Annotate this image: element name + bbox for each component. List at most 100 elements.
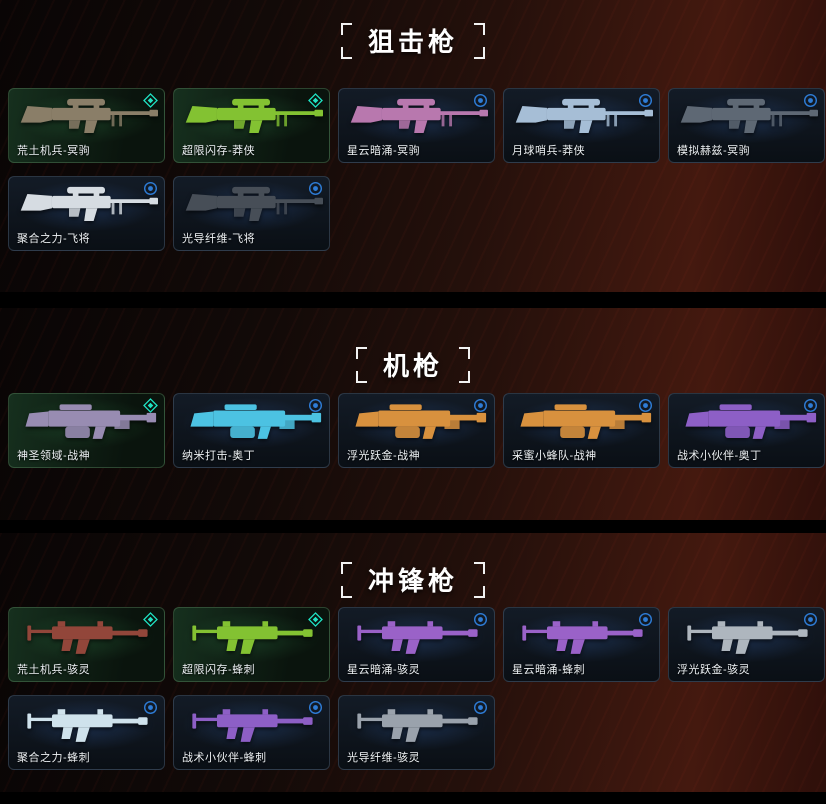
skin-name: 光导纤维-飞将 <box>182 233 256 245</box>
skin-card[interactable]: 聚合之力-蜂刺 <box>8 695 165 770</box>
skin-name: 星云暗涌-冥驹 <box>347 145 421 157</box>
skin-name: 战术小伙伴-奥丁 <box>677 450 762 462</box>
skin-card[interactable]: 采蜜小蜂队-战神 <box>503 393 660 468</box>
skin-card-row: 荒土机兵-冥驹 超限闪存-莽侠 <box>8 88 825 163</box>
weapon-image <box>511 397 653 443</box>
tier-circle-icon <box>308 700 323 715</box>
skin-name: 星云暗涌-骇灵 <box>347 664 421 676</box>
weapon-image <box>346 699 488 745</box>
skin-card[interactable]: 神圣领域-战神 <box>8 393 165 468</box>
skin-card[interactable]: 星云暗涌-冥驹 <box>338 88 495 163</box>
section-title-text: 冲锋枪 <box>367 566 458 596</box>
weapon-image <box>676 611 818 657</box>
skin-name: 超限闪存-蜂刺 <box>182 664 256 676</box>
tier-diamond-icon <box>143 612 158 627</box>
skin-name: 采蜜小蜂队-战神 <box>512 450 597 462</box>
skin-card-row: 聚合之力-飞将 光导纤维-飞将 <box>8 176 330 251</box>
weapon-image <box>511 611 653 657</box>
section-title: 机枪 <box>0 346 826 383</box>
weapon-image <box>181 699 323 745</box>
skin-name: 浮光跃金-战神 <box>347 450 421 462</box>
section-title: 狙击枪 <box>0 22 826 59</box>
weapon-image <box>16 180 158 226</box>
skin-name: 神圣领域-战神 <box>17 450 91 462</box>
skin-name: 浮光跃金-骇灵 <box>677 664 751 676</box>
tier-circle-icon <box>803 398 818 413</box>
tier-circle-icon <box>308 398 323 413</box>
weapon-section-2: 冲锋枪 荒土机兵-骇灵 超限闪存-蜂刺 <box>0 533 826 792</box>
weapon-image <box>511 92 653 138</box>
skin-card[interactable]: 浮光跃金-战神 <box>338 393 495 468</box>
bracket-right-icon <box>472 22 485 59</box>
skin-card[interactable]: 模拟赫兹-冥驹 <box>668 88 825 163</box>
tier-diamond-icon <box>308 93 323 108</box>
skin-name: 星云暗涌-蜂刺 <box>512 664 586 676</box>
weapon-image <box>16 92 158 138</box>
section-title-text: 机枪 <box>382 351 443 381</box>
weapon-image <box>346 397 488 443</box>
skin-card[interactable]: 光导纤维-飞将 <box>173 176 330 251</box>
skin-card[interactable]: 荒土机兵-冥驹 <box>8 88 165 163</box>
tier-circle-icon <box>803 93 818 108</box>
tier-diamond-icon <box>143 93 158 108</box>
skin-name: 光导纤维-骇灵 <box>347 752 421 764</box>
skin-card[interactable]: 星云暗涌-蜂刺 <box>503 607 660 682</box>
bracket-left-icon <box>355 346 369 383</box>
tier-circle-icon <box>143 700 158 715</box>
skin-card[interactable]: 纳米打击-奥丁 <box>173 393 330 468</box>
skin-name: 荒土机兵-冥驹 <box>17 145 91 157</box>
weapon-image <box>346 92 488 138</box>
bracket-right-icon <box>472 561 485 598</box>
skin-name: 聚合之力-蜂刺 <box>17 752 91 764</box>
tier-circle-icon <box>473 93 488 108</box>
weapon-image <box>181 180 323 226</box>
skin-card[interactable]: 光导纤维-骇灵 <box>338 695 495 770</box>
skin-card[interactable]: 月球哨兵-莽侠 <box>503 88 660 163</box>
bracket-left-icon <box>340 22 354 59</box>
skin-name: 月球哨兵-莽侠 <box>512 145 586 157</box>
tier-circle-icon <box>473 700 488 715</box>
tier-circle-icon <box>143 181 158 196</box>
tier-diamond-icon <box>143 398 158 413</box>
weapon-image <box>16 611 158 657</box>
skin-card[interactable]: 星云暗涌-骇灵 <box>338 607 495 682</box>
bracket-left-icon <box>340 561 354 598</box>
skin-card-row: 神圣领域-战神 纳米打击-奥丁 浮光跃金-战神 <box>8 393 825 468</box>
weapon-image <box>346 611 488 657</box>
weapon-section-1: 机枪 神圣领域-战神 纳米打击-奥丁 <box>0 308 826 520</box>
skin-card[interactable]: 聚合之力-飞将 <box>8 176 165 251</box>
skin-card[interactable]: 浮光跃金-骇灵 <box>668 607 825 682</box>
tier-circle-icon <box>473 398 488 413</box>
section-title-text: 狙击枪 <box>367 27 458 57</box>
skin-card[interactable]: 超限闪存-莽侠 <box>173 88 330 163</box>
tier-circle-icon <box>638 93 653 108</box>
skin-name: 超限闪存-莽侠 <box>182 145 256 157</box>
bracket-right-icon <box>457 346 470 383</box>
tier-circle-icon <box>638 612 653 627</box>
tier-circle-icon <box>638 398 653 413</box>
tier-circle-icon <box>308 181 323 196</box>
skin-card[interactable]: 超限闪存-蜂刺 <box>173 607 330 682</box>
skin-card-row: 聚合之力-蜂刺 战术小伙伴-蜂刺 光导纤维-骇灵 <box>8 695 495 770</box>
weapon-image <box>181 92 323 138</box>
tier-circle-icon <box>803 612 818 627</box>
skin-card[interactable]: 战术小伙伴-蜂刺 <box>173 695 330 770</box>
weapon-image <box>16 397 158 443</box>
skin-card[interactable]: 荒土机兵-骇灵 <box>8 607 165 682</box>
weapon-image <box>676 397 818 443</box>
tier-diamond-icon <box>308 612 323 627</box>
skin-name: 荒土机兵-骇灵 <box>17 664 91 676</box>
weapon-section-0: 狙击枪 荒土机兵-冥驹 <box>0 0 826 292</box>
weapon-image <box>181 611 323 657</box>
tier-circle-icon <box>473 612 488 627</box>
skin-card[interactable]: 战术小伙伴-奥丁 <box>668 393 825 468</box>
weapon-image <box>676 92 818 138</box>
skin-name: 模拟赫兹-冥驹 <box>677 145 751 157</box>
skin-name: 战术小伙伴-蜂刺 <box>182 752 267 764</box>
weapon-image <box>16 699 158 745</box>
skin-name: 纳米打击-奥丁 <box>182 450 256 462</box>
weapon-image <box>181 397 323 443</box>
skin-card-row: 荒土机兵-骇灵 超限闪存-蜂刺 星云暗涌-骇灵 <box>8 607 825 682</box>
section-title: 冲锋枪 <box>0 561 826 598</box>
